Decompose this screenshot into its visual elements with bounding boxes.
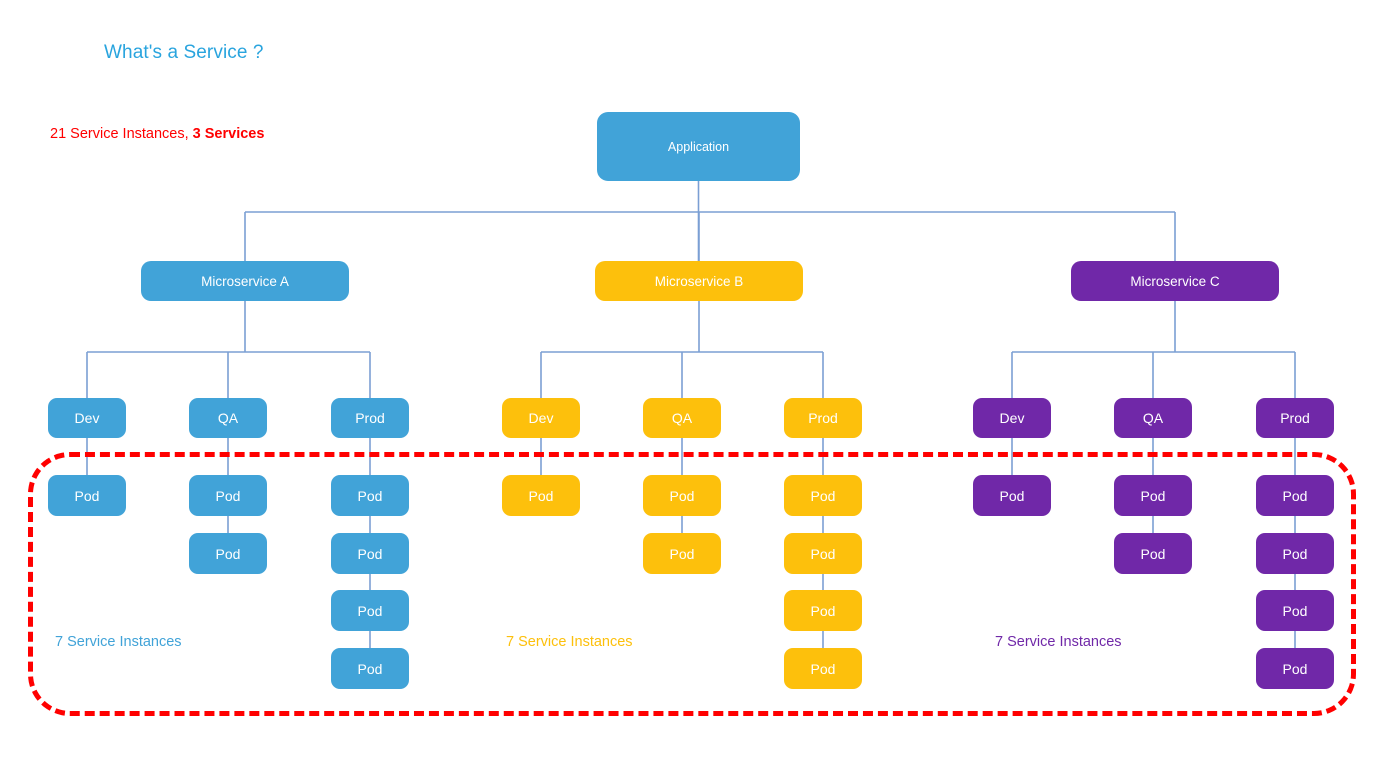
pod-node-1-2-0: Pod — [784, 475, 862, 516]
pod-node-0-1-1: Pod — [189, 533, 267, 574]
pod-node-2-2-0: Pod — [1256, 475, 1334, 516]
microservice-node-0: Microservice A — [141, 261, 349, 301]
pod-node-0-2-2: Pod — [331, 590, 409, 631]
pod-node-1-0-0: Pod — [502, 475, 580, 516]
pod-node-1-1-1: Pod — [643, 533, 721, 574]
environment-node-1-2: Prod — [784, 398, 862, 438]
pod-node-2-0-0: Pod — [973, 475, 1051, 516]
pod-node-1-2-2: Pod — [784, 590, 862, 631]
pod-node-1-1-0: Pod — [643, 475, 721, 516]
microservice-node-1: Microservice B — [595, 261, 803, 301]
environment-node-2-2: Prod — [1256, 398, 1334, 438]
summary-prefix: 21 Service Instances, — [50, 126, 193, 142]
service-instances-label-0: 7 Service Instances — [55, 634, 182, 650]
application-node: Application — [597, 112, 800, 181]
summary-highlight: 3 Services — [192, 126, 265, 142]
pod-node-1-2-3: Pod — [784, 648, 862, 689]
service-instances-label-1: 7 Service Instances — [506, 634, 633, 650]
environment-node-0-0: Dev — [48, 398, 126, 438]
pod-node-1-2-1: Pod — [784, 533, 862, 574]
environment-node-0-2: Prod — [331, 398, 409, 438]
page-title: What's a Service ? — [104, 42, 264, 63]
pod-node-2-2-1: Pod — [1256, 533, 1334, 574]
pod-node-0-2-0: Pod — [331, 475, 409, 516]
pod-node-0-2-1: Pod — [331, 533, 409, 574]
pod-node-2-1-0: Pod — [1114, 475, 1192, 516]
pod-node-0-0-0: Pod — [48, 475, 126, 516]
summary-caption: 21 Service Instances, 3 Services — [50, 126, 264, 142]
service-instances-label-2: 7 Service Instances — [995, 634, 1122, 650]
pod-node-0-1-0: Pod — [189, 475, 267, 516]
pod-node-2-1-1: Pod — [1114, 533, 1192, 574]
environment-node-2-0: Dev — [973, 398, 1051, 438]
pod-node-2-2-3: Pod — [1256, 648, 1334, 689]
environment-node-2-1: QA — [1114, 398, 1192, 438]
environment-node-1-0: Dev — [502, 398, 580, 438]
pod-node-2-2-2: Pod — [1256, 590, 1334, 631]
environment-node-1-1: QA — [643, 398, 721, 438]
environment-node-0-1: QA — [189, 398, 267, 438]
pod-node-0-2-3: Pod — [331, 648, 409, 689]
microservice-node-2: Microservice C — [1071, 261, 1279, 301]
